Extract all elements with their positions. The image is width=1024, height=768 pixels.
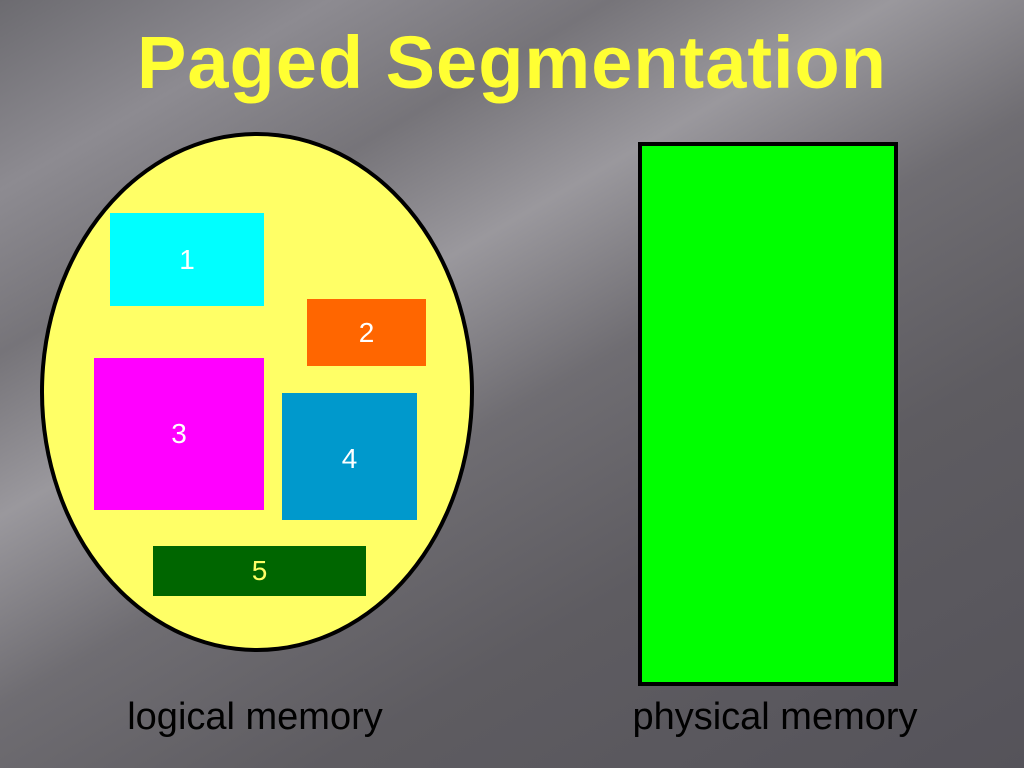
segment-2: 2 — [307, 299, 426, 366]
segment-3: 3 — [94, 358, 264, 510]
slide-title: Paged Segmentation — [137, 21, 887, 104]
segment-4: 4 — [282, 393, 417, 520]
segment-5: 5 — [153, 546, 366, 596]
segment-1-label: 1 — [179, 243, 195, 275]
segment-4-label: 4 — [341, 442, 358, 474]
logical-memory-caption: logical memory — [127, 696, 383, 738]
segment-5-label: 5 — [251, 555, 268, 586]
segment-3-label: 3 — [171, 418, 187, 449]
segment-1: 1 — [110, 213, 264, 306]
physical-memory-block — [638, 142, 898, 686]
segment-2-label: 2 — [358, 316, 375, 348]
physical-memory-caption: physical memory — [632, 696, 918, 738]
